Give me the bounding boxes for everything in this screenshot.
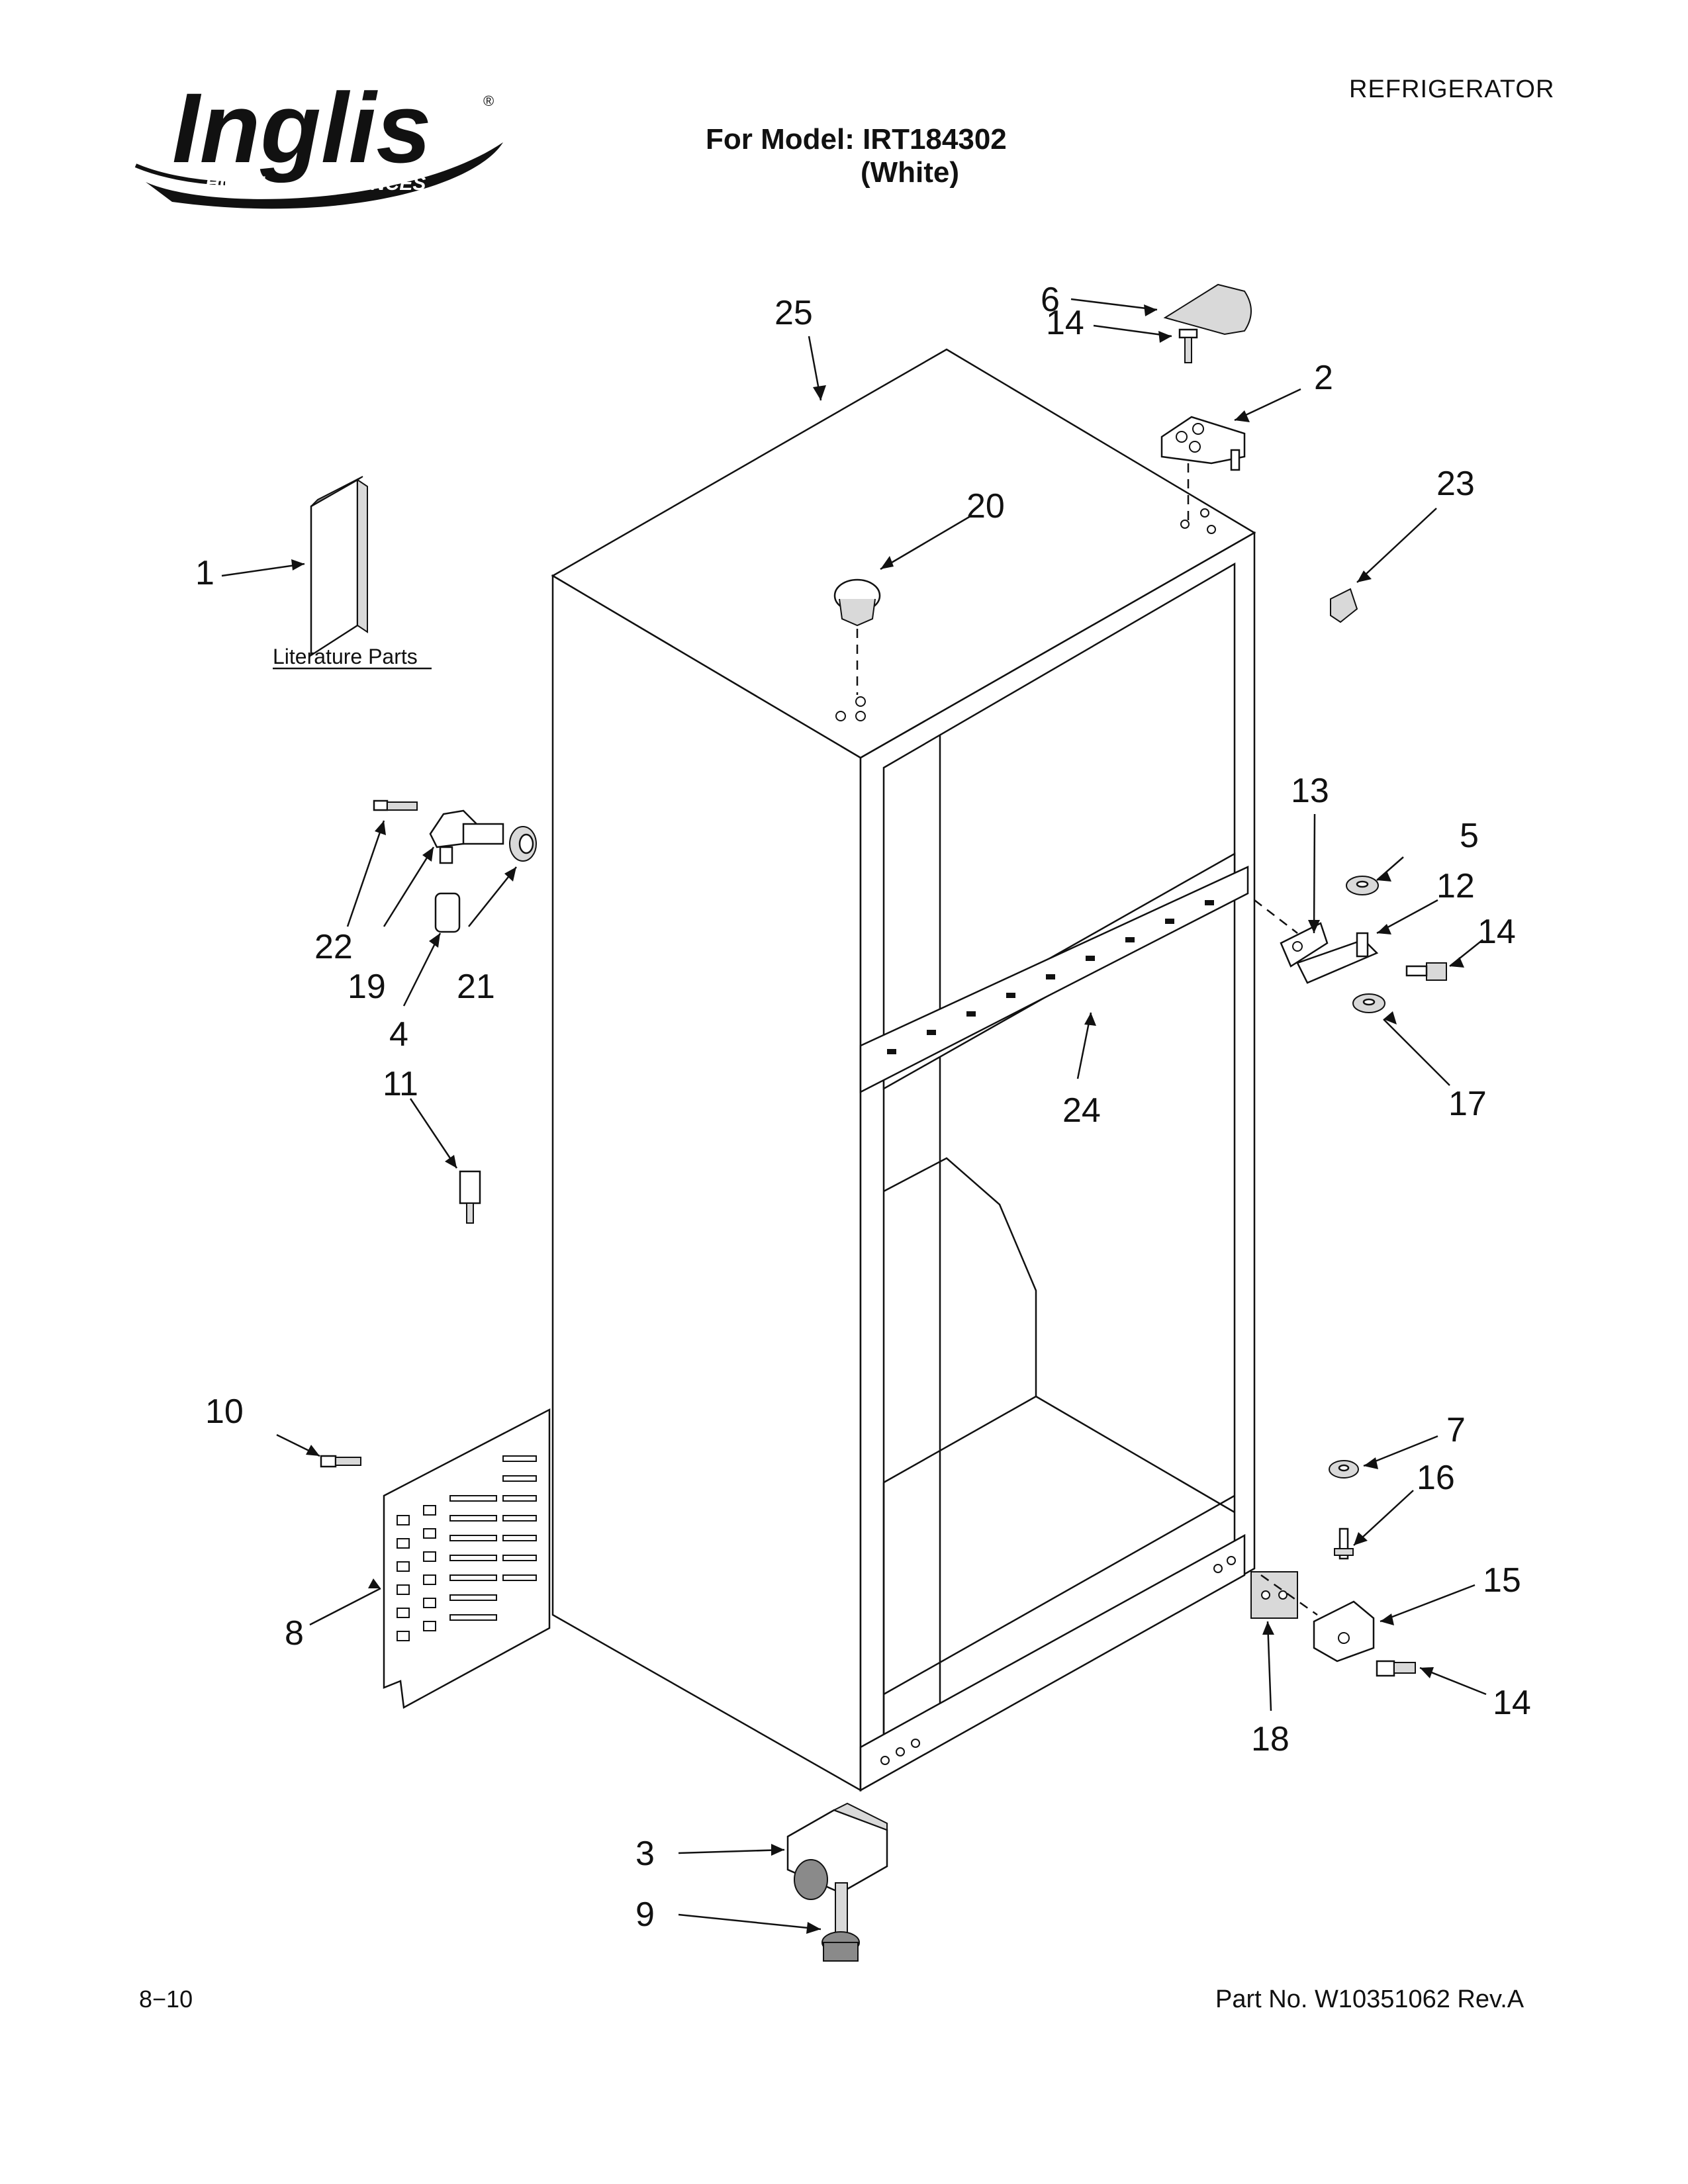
callout-21: 21 (457, 968, 495, 1006)
callout-7: 7 (1446, 1411, 1466, 1449)
callout-14-mid: 14 (1477, 913, 1516, 951)
center-hinge-assembly (1280, 876, 1447, 1013)
callout-17: 17 (1448, 1085, 1487, 1123)
cabinet (551, 348, 1256, 1792)
callout-18: 18 (1251, 1720, 1289, 1758)
screw-top (1178, 328, 1198, 363)
cabinet-plug (833, 578, 881, 627)
callout-3: 3 (635, 1835, 655, 1873)
leveling-leg (821, 1882, 860, 1962)
callout-12: 12 (1436, 867, 1475, 905)
callout-4: 4 (389, 1015, 408, 1054)
bottom-hinge-assembly (1250, 1460, 1416, 1677)
callout-22: 22 (314, 928, 353, 966)
left-hinge-assembly (373, 799, 537, 933)
wire-clip (459, 1170, 481, 1224)
callout-1: 1 (195, 554, 214, 592)
footer-date: 8−10 (139, 1985, 193, 2013)
callout-10: 10 (205, 1392, 244, 1431)
inglis-logo: Inglis ® HOME APPLIANCES (134, 72, 503, 209)
callout-20: 20 (966, 487, 1005, 525)
callout-14-top: 14 (1046, 304, 1084, 342)
literature-booklet (310, 476, 368, 657)
registered-mark: ® (483, 93, 494, 109)
model-number: For Model: IRT184302 (706, 123, 1007, 156)
callout-19: 19 (348, 968, 386, 1006)
rear-access-panel (383, 1408, 551, 1709)
callout-25: 25 (774, 294, 813, 332)
category-label: REFRIGERATOR (1349, 75, 1555, 103)
callout-2: 2 (1314, 359, 1333, 397)
callout-11: 11 (383, 1065, 418, 1103)
callout-16: 16 (1417, 1459, 1455, 1497)
callout-6: 6 (1041, 281, 1060, 319)
panel-screw (320, 1455, 361, 1468)
top-hinge-cover (1163, 283, 1252, 336)
model-color: (White) (861, 156, 960, 189)
callout-5: 5 (1460, 817, 1479, 855)
callout-8: 8 (285, 1614, 304, 1653)
footer-part-number: Part No. W10351062 Rev.A (1215, 1985, 1524, 2013)
logo-tagline-appliances: APPLIANCES (297, 173, 426, 195)
door-stop (1330, 588, 1358, 623)
callout-13: 13 (1291, 772, 1329, 810)
callout-14-bottom: 14 (1493, 1684, 1531, 1722)
logo-tagline-home: HOME (205, 173, 265, 195)
arrowheads (291, 304, 1464, 1934)
callout-24: 24 (1062, 1091, 1101, 1130)
top-hinge (1160, 416, 1246, 471)
logo-wordmark: Inglis (172, 72, 432, 183)
callout-15: 15 (1483, 1561, 1521, 1600)
callout-23: 23 (1436, 465, 1475, 503)
callout-9: 9 (635, 1895, 655, 1934)
literature-parts-label: Literature Parts (273, 645, 418, 668)
roller-assembly (786, 1802, 888, 1900)
center-hinge-bar (859, 866, 1249, 1094)
